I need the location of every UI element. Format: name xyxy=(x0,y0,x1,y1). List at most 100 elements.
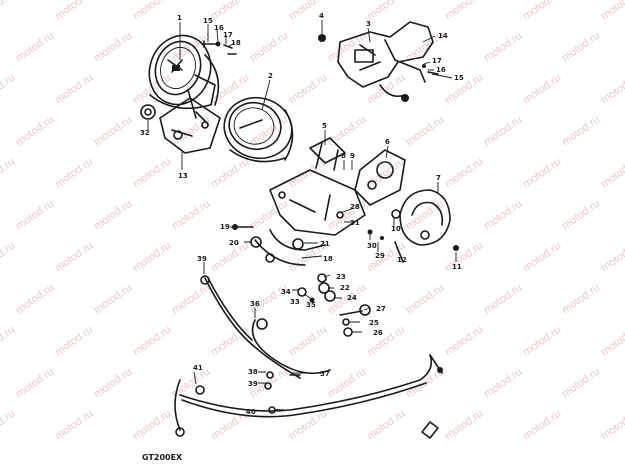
callout-23: 23 xyxy=(336,273,346,281)
watermark-text: motod.ru xyxy=(404,282,446,317)
watermark-text: motod.ru xyxy=(443,72,485,107)
callout-29: 29 xyxy=(375,252,385,260)
callout-27: 27 xyxy=(376,305,386,313)
watermark-text: motod.ru xyxy=(131,156,173,191)
callout-1: 1 xyxy=(177,14,182,22)
watermark-text: motod.ru xyxy=(53,324,95,359)
watermark-text: motod.ru xyxy=(14,366,56,401)
callout-41: 41 xyxy=(193,364,203,372)
watermark-text: motod.ru xyxy=(131,0,173,22)
watermark-text: motod.ru xyxy=(131,240,173,275)
watermark-text: motod.ru xyxy=(170,30,212,65)
watermark-text: motod.ru xyxy=(326,114,368,149)
callout-28: 28 xyxy=(350,203,360,211)
watermark-text: motod.ru xyxy=(404,114,446,149)
callout-34: 34 xyxy=(281,288,291,296)
watermark-text: motod.ru xyxy=(599,324,625,359)
callout-30: 30 xyxy=(367,242,377,250)
watermark-text: motod.ru xyxy=(521,0,563,22)
watermark-text: motod.ru xyxy=(599,240,625,275)
watermark-text: motod.ru xyxy=(521,156,563,191)
small-fasteners-top xyxy=(203,40,237,55)
watermark-text: motod.ru xyxy=(521,324,563,359)
watermark-text: motod.ru xyxy=(53,408,95,443)
watermark-text: motod.ru xyxy=(209,72,251,107)
callout-3: 3 xyxy=(366,20,371,28)
headlight-bracket xyxy=(254,169,366,266)
watermark-text: motod.ru xyxy=(560,282,602,317)
callout-17: 17 xyxy=(223,31,233,39)
watermark-text: motod.ru xyxy=(521,72,563,107)
watermark-text: motod.ru xyxy=(209,324,251,359)
watermark-text: motod.ru xyxy=(92,30,134,65)
callout-26: 26 xyxy=(373,329,383,337)
callout-21: 21 xyxy=(320,240,330,248)
watermark-text: motod.ru xyxy=(0,156,17,191)
callout-14: 14 xyxy=(438,32,448,40)
callout-35: 35 xyxy=(306,301,316,309)
watermark-text: motod.ru xyxy=(92,198,134,233)
callout-11: 11 xyxy=(452,263,462,271)
watermark-text: motod.ru xyxy=(560,114,602,149)
callout-10: 10 xyxy=(391,225,401,233)
watermark-text: motod.ru xyxy=(560,198,602,233)
watermark-text: motod.ru xyxy=(599,408,625,443)
watermark-text: motod.ru xyxy=(248,114,290,149)
watermark-text: motod.ru xyxy=(131,408,173,443)
watermark-text: motod.ru xyxy=(443,408,485,443)
watermark-text: motod.ru xyxy=(443,156,485,191)
watermark-text: motod.ru xyxy=(0,408,17,443)
watermark-layer: motod.ru motod.ru motod.ru motod.ru motod.ru… xyxy=(0,0,625,442)
watermark-text: motod.ru xyxy=(365,324,407,359)
callout-8: 8 xyxy=(341,152,346,160)
watermark-text: motod.ru xyxy=(92,282,134,317)
watermark-text: motod.ru xyxy=(248,198,290,233)
callout-15: 15 xyxy=(203,17,213,25)
watermark-text: motod.ru xyxy=(599,72,625,107)
watermark-text: motod.ru xyxy=(599,156,625,191)
watermark-text: motod.ru xyxy=(92,114,134,149)
callout-13: 13 xyxy=(178,172,188,180)
watermark-text: motod.ru xyxy=(0,324,17,359)
fitting-icon xyxy=(421,421,439,439)
headlight-stay-right xyxy=(399,189,451,246)
model-code-label: GT200EX xyxy=(142,453,183,462)
watermark-text: motod.ru xyxy=(53,72,95,107)
meter-stay xyxy=(309,137,346,171)
callout-24: 24 xyxy=(347,294,357,302)
watermark-text: motod.ru xyxy=(287,324,329,359)
watermark-text: motod.ru xyxy=(443,240,485,275)
leader-lines xyxy=(147,20,457,412)
watermark-text: motod.ru xyxy=(365,408,407,443)
watermark-text: motod.ru xyxy=(560,30,602,65)
callout-15b: 15 xyxy=(454,74,464,82)
watermark-text: motod.ru xyxy=(14,30,56,65)
watermark-text: motod.ru xyxy=(287,72,329,107)
watermark-text: motod.ru xyxy=(443,0,485,22)
callout-33: 33 xyxy=(290,298,300,306)
watermark-text: motod.ru xyxy=(248,30,290,65)
watermark-text: motod.ru xyxy=(521,408,563,443)
watermark-text: motod.ru xyxy=(443,324,485,359)
callout-32: 32 xyxy=(140,129,150,137)
speedometer xyxy=(148,34,220,119)
callout-4: 4 xyxy=(319,12,324,20)
callout-17b: 17 xyxy=(432,57,442,65)
watermark-text: motod.ru xyxy=(482,282,524,317)
callout-16: 16 xyxy=(214,24,224,32)
callout-25: 25 xyxy=(369,319,379,327)
callout-labels: 1 15 16 17 18 2 4 3 14 17 16 15 5 8 9 6 … xyxy=(140,12,464,416)
callout-36: 36 xyxy=(250,300,260,308)
watermark-text: motod.ru xyxy=(482,198,524,233)
callout-22: 22 xyxy=(340,284,350,292)
watermark-text: motod.ru xyxy=(131,324,173,359)
callout-5: 5 xyxy=(322,122,327,130)
callout-39: 39 xyxy=(197,255,207,263)
watermark-text: motod.ru xyxy=(209,0,251,22)
callout-18b: 18 xyxy=(323,255,333,263)
callout-2: 2 xyxy=(268,72,273,80)
callout-6: 6 xyxy=(385,138,390,146)
callout-19: 19 xyxy=(220,223,230,231)
callout-38: 38 xyxy=(248,368,258,376)
